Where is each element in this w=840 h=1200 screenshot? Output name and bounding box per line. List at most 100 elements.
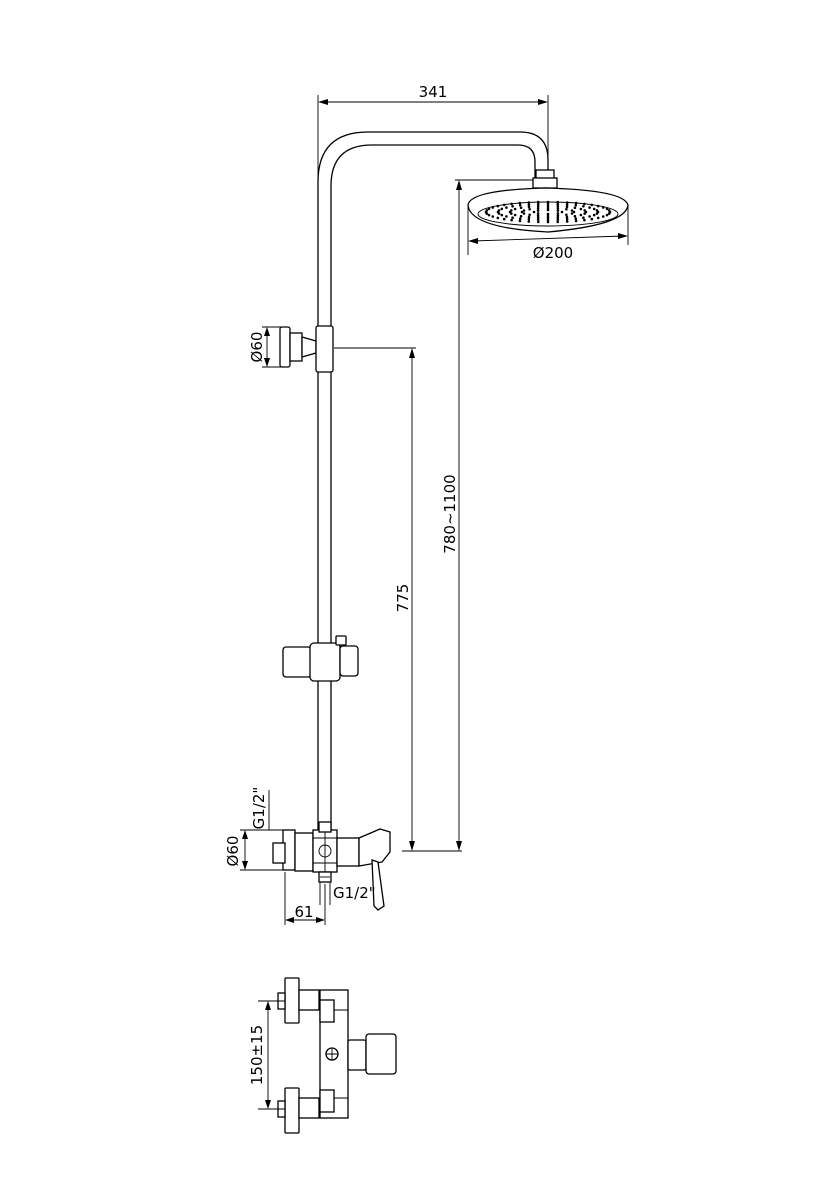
nozzle-dot [588,215,591,218]
nozzle-dot [583,212,586,215]
nozzle-dot [546,216,550,220]
nozzle-dot [500,213,504,217]
nozzle-dot [510,218,513,222]
nozzle-dot [527,220,531,223]
slide-holder [282,635,359,682]
dim-inlet-thread-side: G1/2" [250,787,283,831]
nozzle-dot [519,206,523,210]
nozzle-dot [605,207,609,211]
dim-mixer-depth-label: 61 [294,903,313,921]
nozzle-dot [546,202,550,206]
nozzle-dot [511,216,514,219]
dim-head-diameter: Ø200 [467,205,629,262]
nozzle-dot [546,204,550,208]
nozzle-dot [556,216,560,220]
nozzle-dot [518,201,522,205]
nozzle-dot [527,218,531,221]
nozzle-dot [570,209,574,212]
nozzle-dot [574,217,578,220]
nozzle-dot [565,220,569,223]
dim-inlet-spacing: 150±15 [248,1000,285,1110]
nozzle-dot [518,219,522,223]
nozzle-dot [528,207,531,211]
nozzle-dot [565,203,569,206]
nozzle-dot [536,209,540,212]
nozzle-dot [536,218,540,222]
nozzle-dot [491,206,495,209]
nozzle-dot [505,215,508,218]
dim-mixer-depth: 61 [284,872,326,925]
nozzle-dot [592,207,596,211]
riser-pipe [317,131,549,830]
nozzle-dot [496,204,500,208]
mixer-valve-front [277,977,397,1134]
nozzle-dot [546,208,550,212]
nozzle-dot [500,207,504,211]
nozzle-dot [595,212,599,215]
nozzle-dot [513,207,517,211]
nozzle-dot [546,214,550,218]
shower-head [467,187,629,233]
nozzle-dot [536,202,540,206]
nozzle-dot [565,213,568,217]
nozzle-dot [536,216,540,220]
nozzle-dot [536,212,540,215]
nozzle-dot [556,220,559,224]
nozzle-dot [527,203,531,206]
nozzle-dot [546,200,550,204]
dim-flange-diameter-label: Ø60 [224,836,242,867]
nozzle-dot [497,209,501,212]
dim-height-range-label: 780~1100 [441,474,459,553]
nozzle-dot [527,205,531,209]
nozzle-dot [607,212,611,215]
nozzle-dot [528,213,531,217]
nozzle-dot [556,207,560,210]
nozzle-dot [546,206,550,210]
nozzle-dot [588,206,591,209]
nozzle-dot [582,216,585,219]
nozzle-dot [570,212,574,215]
nozzle-dot [601,206,605,209]
nozzle-dot [596,204,600,208]
nozzle-dot [496,216,500,220]
nozzle-dot [510,202,513,206]
nozzle-dot [572,210,576,214]
mixer-valve-side [272,821,391,911]
nozzle-dot [582,205,585,208]
nozzle-dot [565,201,569,204]
dim-outlet-thread-bottom-label: G1/2" [333,884,376,902]
nozzle-dot [565,215,569,219]
nozzle-dot [487,207,491,211]
nozzle-dot [505,206,508,209]
dim-rail-length: 775 [334,347,416,851]
nozzle-dot [573,214,577,218]
nozzle-dot [556,200,559,204]
nozzle-dot [556,204,560,208]
shower-arm-connector [532,169,558,189]
nozzle-dot [546,218,550,222]
nozzle-dot [513,213,517,217]
nozzle-dot [518,217,522,220]
nozzle-dot [556,214,560,217]
nozzle-dot [605,213,609,217]
nozzle-dot [536,207,540,210]
dim-flange-diameter: Ø60 [224,829,283,871]
nozzle-dot [579,207,583,211]
nozzle-dot [511,205,514,208]
nozzle-dot [536,204,540,208]
dim-bracket-diameter: Ø60 [248,326,284,368]
nozzle-dot [556,209,560,212]
nozzle-dot [546,220,550,224]
nozzle-dot [537,200,540,204]
dim-bracket-diameter-label: Ø60 [248,332,266,363]
nozzle-dot [556,212,560,215]
dim-inlet-thread-side-label: G1/2" [250,787,268,830]
nozzle-dot [487,213,491,217]
nozzle-dot [522,212,526,215]
nozzle-dot [592,213,596,217]
nozzle-dot [502,217,506,221]
dim-rail-length-label: 775 [394,584,412,613]
nozzle-dot [522,209,526,212]
nozzle-dot [579,213,583,217]
